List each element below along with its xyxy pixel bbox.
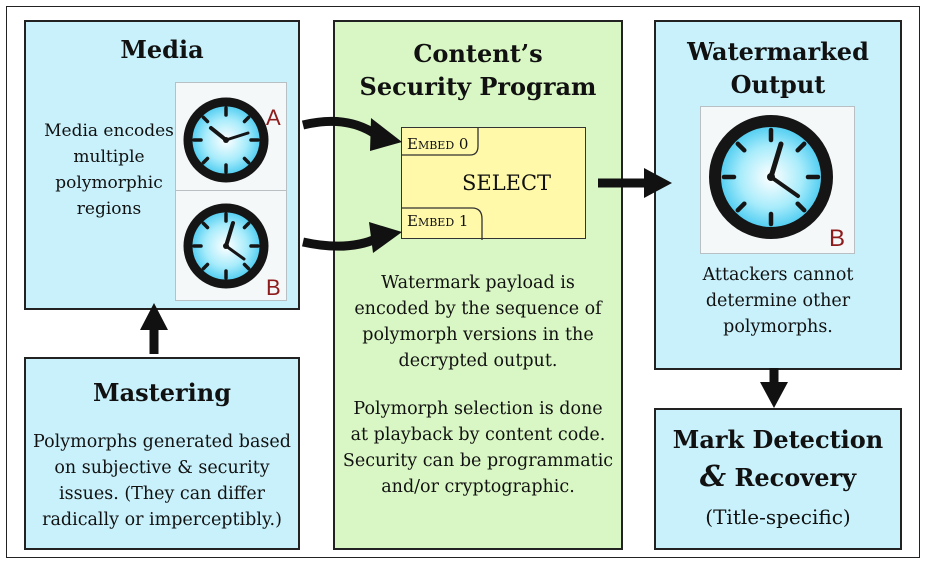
select-label: SELECT bbox=[462, 171, 552, 195]
output-description: Attackers cannot determine other polymor… bbox=[702, 265, 854, 337]
clock-b-output-icon bbox=[709, 115, 833, 239]
watermarked-output-box: Watermarked Output B Attackers cannot de… bbox=[654, 20, 902, 370]
output-title-line1: Watermarked bbox=[687, 37, 869, 66]
arrow-mastering-to-media bbox=[140, 303, 168, 354]
version-b-label: B bbox=[266, 275, 281, 300]
media-description: Media encodes multiple polymorphic regio… bbox=[44, 121, 174, 219]
detection-subtitle: (Title-specific) bbox=[705, 505, 851, 529]
arrow-select-to-output bbox=[598, 168, 672, 198]
arrow-output-to-detection bbox=[760, 368, 788, 408]
ampersand-glyph: & bbox=[699, 459, 727, 493]
arrow-media-to-embed0 bbox=[301, 116, 402, 151]
media-box: Media Media encodes multiple polymorphic… bbox=[24, 20, 300, 310]
panel-divider bbox=[176, 190, 286, 191]
embed-0-label: Embed 0 bbox=[407, 135, 469, 153]
media-title: Media bbox=[120, 35, 204, 64]
embed-1-label: Embed 1 bbox=[407, 212, 469, 230]
mark-detection-box: Mark Detection & Recovery (Title-specifi… bbox=[654, 408, 902, 550]
program-title-line1: Content’s bbox=[413, 39, 543, 68]
mastering-title: Mastering bbox=[93, 378, 231, 407]
output-clock-panel: B bbox=[700, 106, 855, 254]
security-program-box: Content’s Security Program Watermark pay… bbox=[333, 20, 623, 550]
version-a-label: A bbox=[266, 105, 281, 130]
select-block: Embed 0 SELECT Embed 1 bbox=[401, 127, 586, 240]
polymorph-panel: A B bbox=[175, 82, 287, 301]
output-title-line2: Output bbox=[730, 70, 826, 99]
clock-a-icon bbox=[183, 97, 269, 183]
program-paragraph-1: Watermark payload is encoded by the sequ… bbox=[354, 273, 602, 371]
mastering-description: Polymorphs generated based on subjective… bbox=[33, 432, 291, 530]
program-paragraph-2: Polymorph selection is done at playback … bbox=[342, 399, 614, 497]
arrow-media-to-embed1 bbox=[302, 222, 402, 253]
mastering-box: Mastering Polymorphs generated based on … bbox=[24, 357, 300, 550]
output-version-label: B bbox=[829, 225, 846, 252]
detection-title-line1: Mark Detection bbox=[672, 425, 884, 454]
detection-title-line2: & Recovery bbox=[699, 459, 857, 493]
select-block-tabs bbox=[402, 128, 483, 240]
program-title-line2: Security Program bbox=[359, 72, 597, 101]
diagram-frame bbox=[6, 6, 920, 558]
clock-b-icon bbox=[183, 203, 269, 289]
